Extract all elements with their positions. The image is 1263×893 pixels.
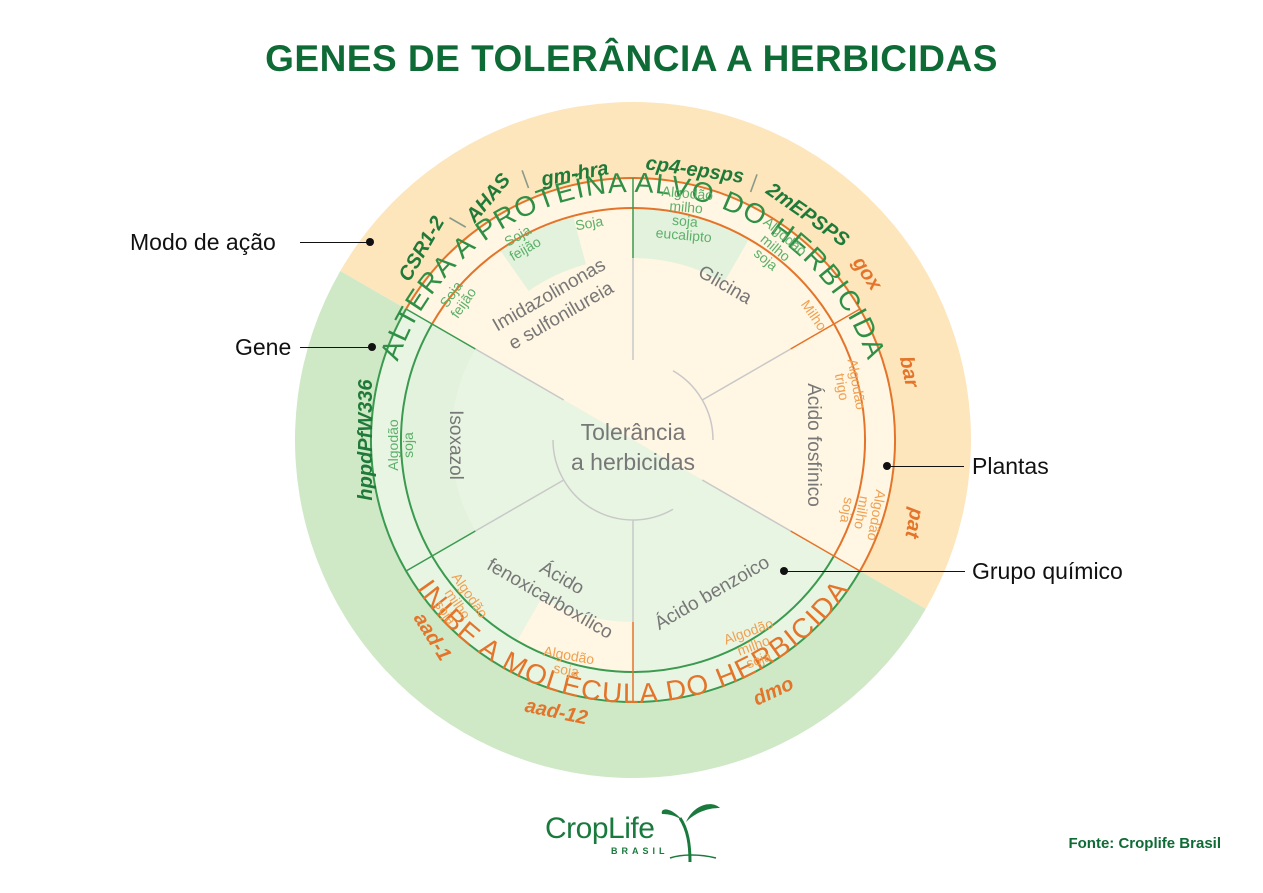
inner-notch-1 bbox=[552, 439, 594, 510]
plants-pat: Algodão milho soja bbox=[837, 489, 889, 543]
plants-hppd: Algodão soja bbox=[385, 419, 416, 471]
gene-ring-green bbox=[371, 309, 860, 702]
cell-pat bbox=[790, 440, 865, 556]
logo-sub: BRASIL bbox=[611, 846, 669, 856]
source-note: Fonte: Croplife Brasil bbox=[1068, 835, 1221, 852]
svg-text:milho: milho bbox=[669, 198, 704, 217]
callout-modo-dot bbox=[366, 238, 374, 246]
ring-separator-5 bbox=[405, 530, 476, 572]
callout-modo-line bbox=[300, 242, 368, 243]
gene-hppdpfw336: hppdPfW336 bbox=[355, 379, 377, 501]
group-divider-4 bbox=[475, 479, 565, 532]
callout-grupo-dot bbox=[780, 567, 788, 575]
group-divider-1 bbox=[701, 348, 791, 401]
ring-separator-3 bbox=[790, 530, 861, 572]
ring-separator-0 bbox=[405, 308, 476, 350]
callout-plantas-line bbox=[888, 466, 964, 467]
ring-separator-2 bbox=[790, 308, 861, 350]
cell-cp4 bbox=[633, 208, 749, 283]
sprout-icon bbox=[661, 804, 720, 863]
cell-hppd bbox=[401, 324, 476, 556]
center-label-1: Tolerância bbox=[581, 419, 686, 445]
svg-text:trigo: trigo bbox=[832, 372, 853, 402]
callout-plantas-label: Plantas bbox=[972, 453, 1049, 479]
group-divider-5 bbox=[475, 348, 565, 401]
croplife-logo: CropLife BRASIL bbox=[545, 800, 725, 870]
callout-grupo-label: Grupo químico bbox=[972, 558, 1123, 584]
wheel-lines bbox=[370, 177, 896, 703]
callout-modo-label: Modo de ação bbox=[130, 229, 276, 255]
logo-name: CropLife bbox=[545, 812, 655, 845]
svg-text:soja: soja bbox=[672, 212, 699, 230]
plants-gmhra: Soja bbox=[574, 213, 605, 234]
callout-gene-line bbox=[300, 347, 370, 348]
ring-gene-green bbox=[370, 308, 861, 703]
inner-notch-3 bbox=[592, 508, 674, 521]
callout-gene-dot bbox=[368, 343, 376, 351]
center-label-2: a herbicidas bbox=[571, 449, 695, 475]
wheel-background bbox=[294, 102, 971, 778]
svg-text:soja: soja bbox=[552, 660, 580, 680]
cell-gox bbox=[772, 290, 834, 349]
svg-text:eucalipto: eucalipto bbox=[655, 224, 712, 245]
group-divider-2 bbox=[701, 479, 791, 532]
group-fosfinico: Ácido fosfínico bbox=[803, 383, 824, 507]
ring-plants-green bbox=[400, 323, 835, 673]
page-title: GENES DE TOLERÂNCIA A HERBICIDAS bbox=[265, 38, 998, 79]
ring-plants-orange bbox=[431, 207, 866, 557]
callout-grupo-line bbox=[785, 571, 965, 572]
svg-text:soja: soja bbox=[837, 496, 857, 524]
callout-plantas-dot bbox=[883, 462, 891, 470]
inner-notch-2 bbox=[672, 370, 714, 441]
group-isoxazol: Isoxazol bbox=[445, 410, 466, 480]
svg-text:Algodão: Algodão bbox=[661, 183, 714, 203]
svg-text:Algodão: Algodão bbox=[385, 419, 401, 471]
svg-text:milho: milho bbox=[851, 495, 873, 531]
cell-aad12 bbox=[517, 597, 633, 672]
ring-gene-orange bbox=[405, 177, 896, 572]
plants-cp4: Algodão milho soja eucalipto bbox=[655, 183, 714, 245]
svg-text:soja: soja bbox=[400, 432, 416, 458]
callout-gene-label: Gene bbox=[235, 334, 292, 360]
cell-ahas bbox=[499, 215, 586, 291]
